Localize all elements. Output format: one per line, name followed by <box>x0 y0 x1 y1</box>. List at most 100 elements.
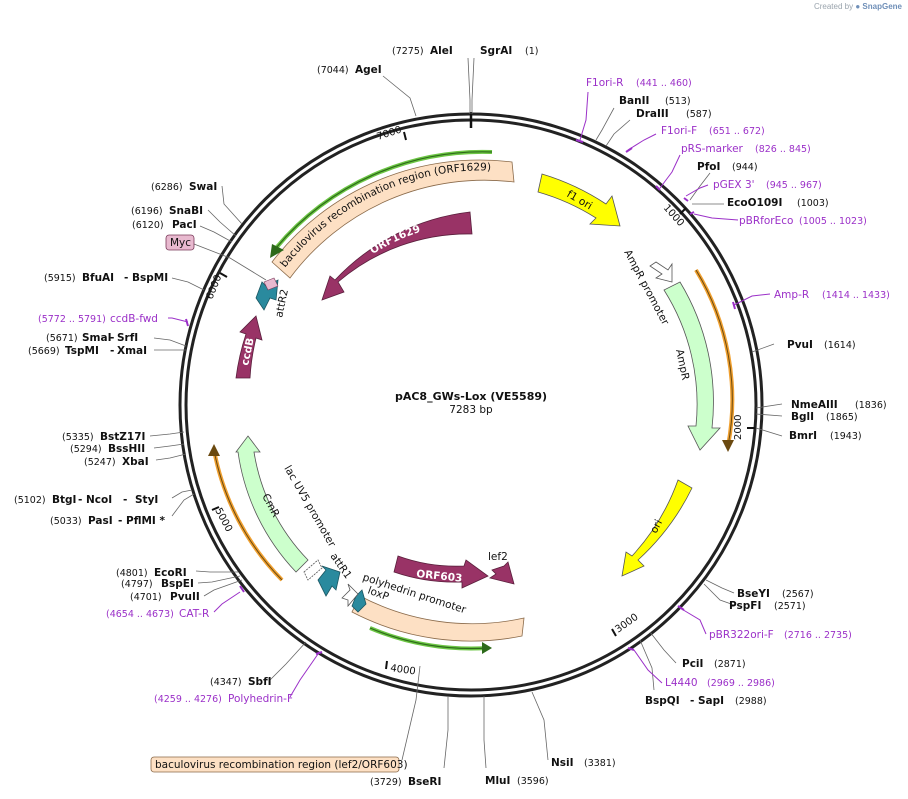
enzyme-tspmi-name: TspMI <box>65 345 99 357</box>
enzyme-draiii-pos: (587) <box>686 109 712 120</box>
enzyme-pfoi-name: PfoI <box>697 161 720 173</box>
feature-bac-region-2 <box>351 595 525 642</box>
primer-l4440-name: L4440 <box>665 677 698 689</box>
enzyme-bseyi-name: BseYI <box>737 588 770 600</box>
enzyme-pspfi-name: PspFI <box>729 600 761 612</box>
feature-label-ampr: AmpR <box>673 348 691 381</box>
primer-f1ori-r-name: F1ori-R <box>586 77 623 89</box>
primer-leaders <box>168 91 771 698</box>
primer-prs-marker-name: pRS-marker <box>681 143 744 155</box>
enzyme-draiii-name: DraIII <box>636 108 669 120</box>
enzyme-bspmi-name: BspMI <box>132 272 168 284</box>
orange-arrow-left-head <box>208 444 220 456</box>
primer-f1ori-f-range: (651 .. 672) <box>709 126 765 137</box>
enzyme-sapi-name: SapI <box>698 695 724 707</box>
feature-ori <box>621 479 693 577</box>
enzyme-sbfi-name: SbfI <box>248 676 272 688</box>
enzyme-bseyi-pos: (2567) <box>782 589 814 600</box>
enzyme-snabi-name: SnaBI <box>169 205 203 217</box>
enzyme-leaders <box>149 57 783 769</box>
enzyme-bgli-name: BglI <box>791 411 814 423</box>
feature-label-lac-uv5: lac UV5 promoter <box>281 464 338 550</box>
enzyme-ecoo109i-pos: (1003) <box>797 198 829 209</box>
enzyme-banii-pos: (513) <box>665 96 691 107</box>
primer-pbr322ori-f-range: (2716 .. 2735) <box>784 630 852 641</box>
feature-lef2 <box>489 561 515 585</box>
primer-f1ori-r-range: (441 .. 460) <box>636 78 692 89</box>
primer-pbr322ori-f-name: pBR322ori-F <box>709 629 774 641</box>
enzyme-bmri-pos: (1943) <box>830 431 862 442</box>
enzyme-paci-pos: (6120) <box>132 220 164 231</box>
enzyme-styi-name: StyI <box>135 494 158 506</box>
enzyme-tspmi-pos: (5669) <box>28 346 60 357</box>
enzyme-mlui-pos: (3596) <box>517 776 549 787</box>
enzyme-pvui-pos: (1614) <box>824 340 856 351</box>
enzyme-pfoi-pos: (944) <box>732 162 758 173</box>
feature-green-arrow-top-inner <box>275 151 493 249</box>
enzyme-pvui-name: PvuI <box>787 339 813 351</box>
enzyme-bgli-pos: (1865) <box>826 412 858 423</box>
enzyme-nsii-name: NsiI <box>551 757 574 769</box>
enzyme-btgi-name: BtgI <box>52 494 76 506</box>
enzyme-mlui-name: MluI <box>485 775 510 787</box>
enzyme-sgrai-name: SgrAI <box>480 45 512 57</box>
enzyme-agei-name: AgeI <box>355 64 382 76</box>
primer-prs-marker-range: (826 .. 845) <box>755 144 811 155</box>
enzyme-pvuii-pos: (4701) <box>130 592 162 603</box>
enzyme-xmai-name: XmaI <box>117 345 147 357</box>
enzyme-swai-pos: (6286) <box>151 182 183 193</box>
feature-label-lef2: lef2 <box>488 551 508 563</box>
feature-myc <box>263 277 279 291</box>
enzyme-swai-name: SwaI <box>189 181 217 193</box>
enzyme-sgrai-pos: (1) <box>525 46 538 57</box>
primer-f1ori-f-name: F1ori-F <box>661 125 697 137</box>
myc-label: Myc <box>170 237 191 249</box>
enzyme-labels: (1) SgrAI (7275) AleI (7044) AgeI BanII … <box>14 45 887 788</box>
enzyme-pasi-name: PasI <box>88 515 113 527</box>
enzyme-agei-pos: (7044) <box>317 65 349 76</box>
feature-label-attr2: attR2 <box>273 288 291 319</box>
enzyme-bseri-pos: (3729) <box>370 777 402 788</box>
bac-region-2-label-box <box>150 756 400 773</box>
enzyme-banii-name: BanII <box>619 95 649 107</box>
bac-region-2-label: baculovirus recombination region (lef2/O… <box>155 759 408 771</box>
enzyme-bspei-pos: (4797) <box>121 579 153 590</box>
plasmid-length: 7283 bp <box>449 404 493 416</box>
feature-polyhedrin-promoter <box>341 583 359 608</box>
feature-cmr <box>235 435 309 573</box>
feature-label-ori: ori <box>648 518 665 536</box>
feature-ampr <box>663 281 721 451</box>
primer-cat-r-range: (4654 .. 4673) <box>106 609 174 620</box>
enzyme-bmri-name: BmrI <box>789 430 817 442</box>
plasmid-name: pAC8_GWs-Lox (VE5589) <box>395 390 547 403</box>
enzyme-ecori-name: EcoRI <box>154 567 187 579</box>
enzyme-dash-bspqi: - <box>690 695 694 707</box>
bac-region-2-leader <box>401 665 421 761</box>
primer-ccdb-fwd-name: ccdB-fwd <box>110 313 158 325</box>
enzyme-bstz17i-pos: (5335) <box>62 432 94 443</box>
credit-text: Created by <box>813 2 854 11</box>
primer-l4440-range: (2969 .. 2986) <box>707 678 775 689</box>
enzyme-bspei-name: BspEI <box>161 578 194 590</box>
tick-label-4000: 4000 <box>390 663 417 677</box>
enzyme-bspqi-name: BspQI <box>645 695 680 707</box>
feature-loxp <box>351 589 367 613</box>
feature-label-ccdb: ccdB <box>239 337 257 367</box>
enzyme-pcii-pos: (2871) <box>714 659 746 670</box>
feature-lacuv5-marker <box>303 559 323 581</box>
snapgene-credit: Created by ● SnapGene <box>814 2 902 11</box>
feature-f1-ori <box>537 173 621 227</box>
enzyme-nsii-pos: (3381) <box>584 758 616 769</box>
primer-amp-r-range: (1414 .. 1433) <box>822 290 890 301</box>
enzyme-nmeaiii-name: NmeAIII <box>791 399 838 411</box>
feature-label-orf603: ORF603 <box>416 568 463 585</box>
feature-attr1 <box>317 565 341 597</box>
enzyme-srfi-name: SrfI <box>117 332 138 344</box>
enzyme-bsshii-name: BssHII <box>108 443 145 455</box>
enzyme-bsshii-pos: (5294) <box>70 444 102 455</box>
enzyme-pspfi-pos: (2571) <box>774 601 806 612</box>
primer-pbrforeco-range: (1005 .. 1023) <box>799 216 867 227</box>
feature-ccdb <box>235 315 263 379</box>
primer-pgex3-range: (945 .. 967) <box>766 180 822 191</box>
